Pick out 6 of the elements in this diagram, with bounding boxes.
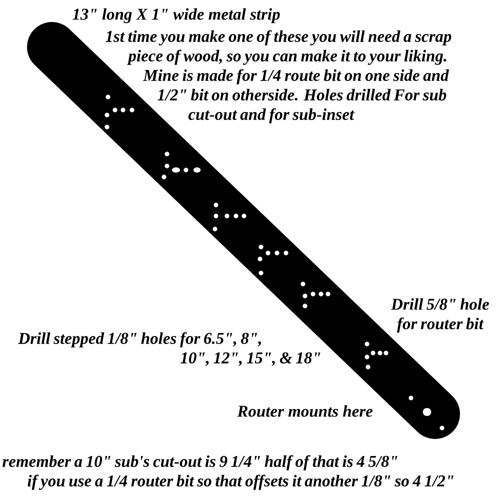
- note-text: 1st time you make one of these you will need a scrap piece of wood, so you can make it to your liking. Mine is made for 1/4 route bit on one side and 1/2" bit on otherside. Holes drilled For sub cut-out and for sub-inset: [106, 30, 452, 124]
- heading-text: 13" long X 1" wide metal strip: [72, 8, 280, 24]
- annotation-text: Drill stepped 1/8" holes for 6.5", 8", 10", 12", 15", & 18": [18, 332, 320, 366]
- note-text: remember a 10" sub's cut-out is 9 1/4" half of that is 4 5/8" if you use a 1/4 router bit so that offsets it another 1/8" so 4 1/2": [2, 455, 454, 490]
- annotation-text: Drill 5/8" hole for router bit: [390, 298, 489, 333]
- annotation-text: Router mounts here: [237, 405, 373, 417]
